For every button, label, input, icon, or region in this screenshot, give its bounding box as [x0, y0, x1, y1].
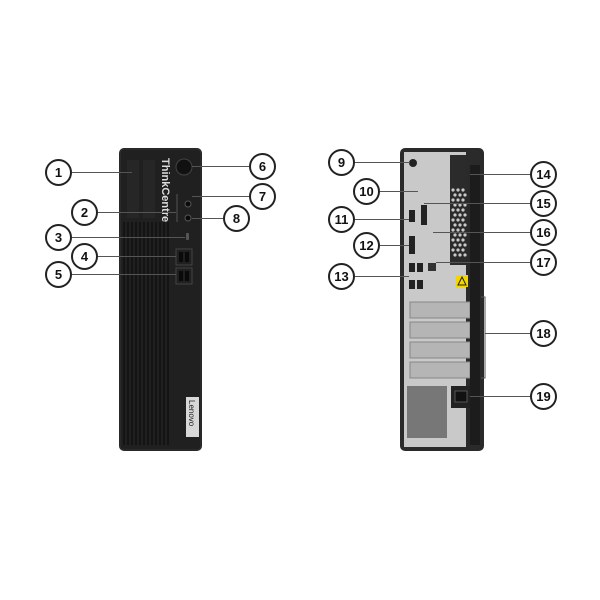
vent-hole [461, 218, 465, 222]
thinkcentre-brand-text: ThinkCentre [159, 158, 171, 222]
vent-hole [453, 223, 457, 227]
callout-15: 15 [530, 190, 557, 217]
vent-hole [453, 233, 457, 237]
vent-hole [456, 228, 460, 232]
vent-hole [461, 248, 465, 252]
vent-hole [458, 193, 462, 197]
vent-hole [463, 193, 467, 197]
callout-11: 11 [328, 206, 355, 233]
callout-6: 6 [249, 153, 276, 180]
callout-17: 17 [530, 249, 557, 276]
leader-line-17 [436, 262, 531, 263]
vent-hole [456, 218, 460, 222]
callout-3: 3 [45, 224, 72, 251]
leader-line-1 [70, 172, 132, 173]
vent-hole [458, 203, 462, 207]
vent-hole [458, 223, 462, 227]
vent-hole [463, 203, 467, 207]
vent-hole [461, 238, 465, 242]
callout-10: 10 [353, 178, 380, 205]
vent-hole [456, 248, 460, 252]
leader-line-11 [353, 219, 409, 220]
callout-18: 18 [530, 320, 557, 347]
vent-hole [456, 238, 460, 242]
leader-line-5 [70, 274, 176, 275]
vent-hole [463, 243, 467, 247]
vent-hole [451, 218, 455, 222]
vent-hole [463, 223, 467, 227]
leader-line-6 [192, 166, 250, 167]
vent-hole [458, 213, 462, 217]
lenovo-logo: Lenovo [187, 400, 196, 427]
vent-hole [456, 208, 460, 212]
vent-hole [451, 208, 455, 212]
vent-hole [458, 233, 462, 237]
vent-hole [456, 198, 460, 202]
callout-19: 19 [530, 383, 557, 410]
vent-hole [456, 188, 460, 192]
leader-line-18 [485, 333, 531, 334]
callout-16: 16 [530, 219, 557, 246]
vent-hole [453, 243, 457, 247]
vent-hole [461, 198, 465, 202]
vent-hole [461, 208, 465, 212]
rear-view [400, 148, 484, 451]
callout-4: 4 [71, 243, 98, 270]
leader-line-10 [378, 191, 418, 192]
vent-hole [463, 253, 467, 257]
front-view: ThinkCentre Lenovo [119, 148, 202, 451]
leader-line-13 [353, 276, 409, 277]
callout-14: 14 [530, 161, 557, 188]
vent-hole [453, 253, 457, 257]
vent-hole [458, 243, 462, 247]
callout-2: 2 [71, 199, 98, 226]
vent-hole [461, 188, 465, 192]
leader-line-12 [378, 245, 409, 246]
leader-line-3 [70, 237, 185, 238]
leader-line-7 [192, 196, 250, 197]
callout-5: 5 [45, 261, 72, 288]
vent-hole [453, 193, 457, 197]
leader-line-15 [424, 203, 531, 204]
vent-hole [461, 228, 465, 232]
callout-7: 7 [249, 183, 276, 210]
callout-13: 13 [328, 263, 355, 290]
leader-line-2 [96, 212, 176, 213]
callout-1: 1 [45, 159, 72, 186]
vent-hole [451, 188, 455, 192]
callout-8: 8 [223, 205, 250, 232]
vent-hole [453, 213, 457, 217]
leader-line-4 [96, 256, 176, 257]
vent-hole [463, 213, 467, 217]
vent-hole [453, 203, 457, 207]
vent-hole [451, 248, 455, 252]
leader-line-14 [470, 174, 531, 175]
vent-hole [451, 228, 455, 232]
vent-hole [463, 233, 467, 237]
leader-line-9 [353, 162, 410, 163]
leader-line-19 [470, 396, 531, 397]
vent-hole [458, 253, 462, 257]
callout-12: 12 [353, 232, 380, 259]
callout-9: 9 [328, 149, 355, 176]
leader-line-8 [192, 218, 224, 219]
leader-line-16 [433, 232, 531, 233]
vent-hole [451, 198, 455, 202]
vent-hole [451, 238, 455, 242]
